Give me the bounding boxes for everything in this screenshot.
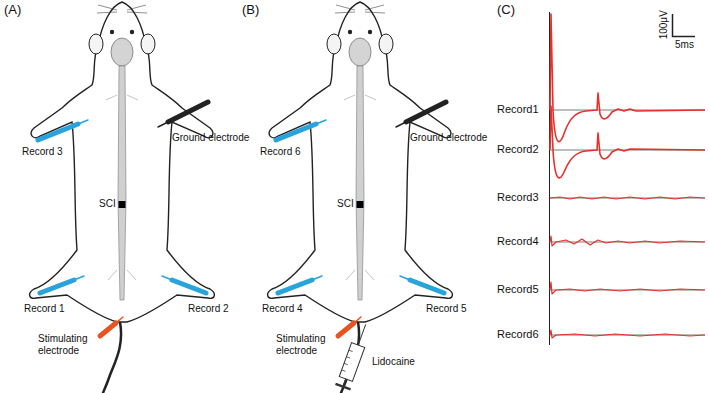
electrode-label: Record 5 bbox=[426, 303, 467, 315]
panel-letter: (B) bbox=[242, 3, 259, 18]
rat-illustration bbox=[268, 2, 453, 393]
scale-label: 100μV bbox=[658, 10, 670, 39]
trace-label: Record6 bbox=[497, 328, 539, 341]
electrode-label: Record 3 bbox=[22, 146, 63, 158]
trace-axes bbox=[549, 12, 705, 345]
trace-label: Record2 bbox=[497, 143, 539, 156]
electrode-label: Record 6 bbox=[260, 146, 301, 158]
trace-label: Record4 bbox=[497, 235, 539, 248]
rat-illustration bbox=[30, 2, 215, 393]
injury-label: SCI bbox=[337, 198, 354, 210]
electrode-label: Stimulating electrode bbox=[38, 333, 96, 356]
electrode-label: Record 4 bbox=[262, 303, 303, 315]
trace-label: Record5 bbox=[497, 283, 539, 296]
electrode-label: Ground electrode bbox=[172, 132, 249, 144]
panel-letter: (C) bbox=[497, 3, 515, 18]
electrode-label: Ground electrode bbox=[410, 132, 487, 144]
electrode-label: Stimulating electrode bbox=[276, 333, 334, 356]
panel-letter: (A) bbox=[4, 3, 21, 18]
injury-label: SCI bbox=[99, 198, 116, 210]
trace-label: Record1 bbox=[497, 103, 539, 116]
emg-traces bbox=[550, 14, 705, 338]
drug-label: Lidocaine bbox=[372, 356, 415, 368]
electrode-label: Record 1 bbox=[24, 303, 65, 315]
syringe bbox=[335, 322, 373, 391]
scale-label: 5ms bbox=[675, 39, 694, 51]
electrode-label: Record 2 bbox=[188, 303, 229, 315]
trace-label: Record3 bbox=[497, 191, 539, 204]
